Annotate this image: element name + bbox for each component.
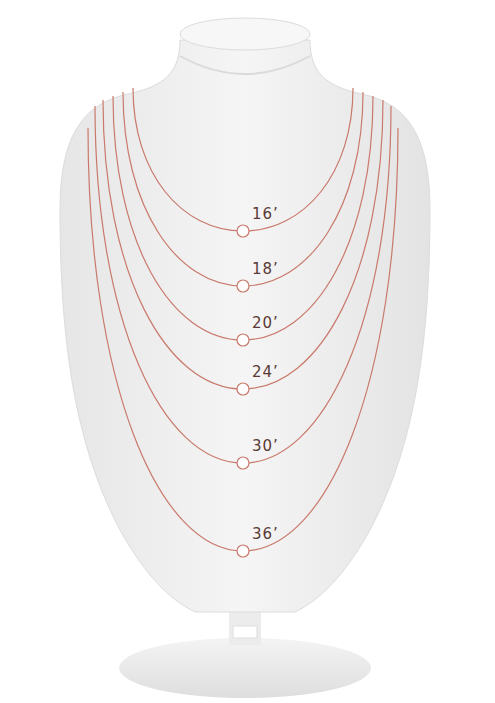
pendant-dot [237, 545, 249, 557]
necklace-lines [88, 88, 398, 551]
pendant-dot [237, 334, 249, 346]
bust-body [60, 40, 430, 612]
necklace-line [88, 128, 398, 551]
length-label: 16’ [252, 205, 279, 223]
length-label: 18’ [252, 260, 279, 278]
length-label: 30’ [252, 437, 279, 455]
necklace-line [123, 92, 363, 286]
necklace-line [103, 100, 383, 389]
length-label: 24’ [252, 363, 279, 381]
necklace-line [95, 106, 391, 463]
necklace-line [113, 96, 373, 340]
collar-line [180, 56, 310, 74]
neck-top [180, 18, 310, 50]
length-label: 36’ [252, 525, 279, 543]
pendant-dot [237, 225, 249, 237]
stand-base [119, 638, 371, 698]
length-label: 20’ [252, 314, 279, 332]
necklace-line [133, 88, 353, 231]
pendant-dot [237, 457, 249, 469]
pendants [237, 225, 249, 557]
stand-tab [233, 626, 257, 638]
pendant-dot [237, 280, 249, 292]
pendant-dot [237, 383, 249, 395]
